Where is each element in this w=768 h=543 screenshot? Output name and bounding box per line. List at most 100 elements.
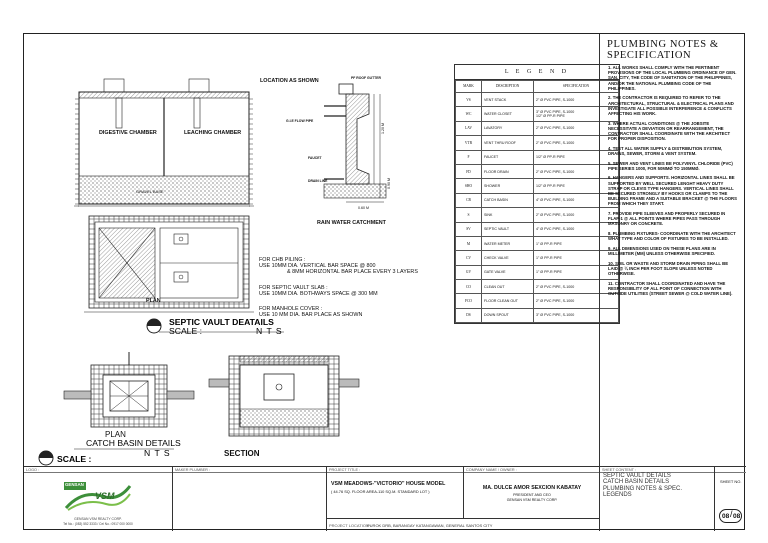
septic-plan-label: PLAN bbox=[146, 298, 161, 304]
digestive-chamber-label: DIGESTIVE CHAMBER bbox=[99, 130, 157, 136]
legend-mark-cell: VTR bbox=[455, 135, 482, 151]
legend-mark-cell: SV bbox=[455, 221, 482, 237]
sheet-number: 08 bbox=[722, 513, 730, 520]
legend-description-cell: VENT THRU ROOF bbox=[481, 135, 534, 151]
legend-mark-cell: GV bbox=[455, 264, 482, 281]
owner-role: PRESIDENT AND CEO bbox=[513, 493, 551, 497]
project-title-cell: PROJECT TITLE : VSM MEADOWS-"VICTORIO" H… bbox=[326, 467, 463, 518]
legend-mark-cell: LAV bbox=[455, 120, 482, 137]
chb-pilings-head: FOR CHB PILING : bbox=[259, 257, 305, 263]
legend-mark-cell: CO bbox=[455, 279, 482, 295]
legend-mark-cell: FD bbox=[455, 163, 482, 180]
project-location: PUROK DRB, BARANGAY KATANGAWAN, GENERAL … bbox=[367, 522, 493, 528]
septic-slab-head: FOR SEPTIC VAULT SLAB : bbox=[259, 285, 328, 291]
legend-description-cell: VENT STACK bbox=[481, 91, 534, 108]
legend-description-cell: SHOWER bbox=[481, 178, 534, 194]
note-item: 3. WHERE ACTUAL CONDITIONS @ THE JOBSITE… bbox=[608, 120, 731, 142]
logo-cell: LOGO : GENSAN VSM GENSAN VSM REALTY CORP… bbox=[24, 467, 172, 531]
legend-description-cell: FLOOR DRAIN bbox=[481, 163, 534, 180]
chb-pilings-line-1: USE 10MM DIA. VERTICAL BAR SPACE @ 800 bbox=[259, 263, 376, 269]
leaching-chamber-label: LEACHING CHAMBER bbox=[184, 130, 241, 136]
septic-vault-plan bbox=[84, 215, 254, 313]
legend-description-cell: DOWN SPOUT bbox=[481, 307, 534, 324]
drawing-sheet: DIGESTIVE CHAMBER LEACHING CHAMBER GRAVE… bbox=[23, 33, 746, 531]
legend-description-cell: SINK bbox=[481, 207, 534, 223]
legend-mark-cell: F bbox=[455, 149, 482, 165]
septic-slab-line-1: USE 10MM DIA. BOTHWAYS SPACE @ 300 MM bbox=[259, 291, 378, 297]
sheet-content-label: SHEET CONTENT : bbox=[602, 468, 637, 472]
logo-text-2: Tel No.: (083) 552 3333 / Cel No.: 0917 … bbox=[63, 522, 133, 526]
logo-label: LOGO : bbox=[26, 468, 40, 472]
legend-table: L E G E N D MARK DESCRIPTION SPECIFICATI… bbox=[454, 64, 620, 325]
dim-height-label: 1.20 M bbox=[381, 123, 385, 134]
sheet-number-divider: / bbox=[730, 509, 733, 519]
dim-depth-label: 0.90 M bbox=[387, 178, 391, 189]
note-item: 2. THE CONTRACTOR IS REQUIRED TO REFER T… bbox=[608, 95, 734, 117]
legend-mark-cell: CV bbox=[455, 250, 482, 266]
sheet-content-item: LEGENDS bbox=[603, 492, 632, 499]
legend-mark-cell: DS bbox=[455, 307, 482, 324]
legend-mark-cell: WC bbox=[455, 106, 482, 122]
note-item: 11. CONTRACTOR SHALL COORDINATED AND HAV… bbox=[608, 280, 733, 297]
title-block: LOGO : GENSAN VSM GENSAN VSM REALTY CORP… bbox=[24, 466, 746, 531]
note-item: 10. SOIL OR WASTE AND STORM DRAIN PIPING… bbox=[608, 260, 729, 277]
catch-basin-details-title-text: CATCH BASIN DETAILS bbox=[86, 438, 181, 448]
dim-width-label: 0.60 M bbox=[358, 206, 369, 210]
legend-mark-cell: CB bbox=[455, 192, 482, 209]
owner-label: COMPANY NAME / OWNER : bbox=[466, 468, 517, 472]
project-title-label: PROJECT TITLE : bbox=[329, 468, 361, 472]
catch-basin-plan bbox=[63, 352, 195, 428]
legend-mark-cell: M bbox=[455, 235, 482, 252]
notes-list: 1. ALL WORKS SHALL COMPLY WITH THE PERTI… bbox=[600, 65, 746, 296]
drawing-area: DIGESTIVE CHAMBER LEACHING CHAMBER GRAVE… bbox=[38, 76, 418, 466]
faucet-label: FAUCET bbox=[308, 156, 322, 160]
chb-pilings-line-2: & 8MM HORIZONTAL BAR PLACE EVERY 3 LAYER… bbox=[287, 269, 418, 275]
location-label: PROJECT LOCATION : bbox=[329, 522, 372, 528]
gravel-base-label: GRAVEL BASE bbox=[136, 189, 164, 194]
sheet-content-cell: SHEET CONTENT : SEPTIC VAULT DETAILS CAT… bbox=[599, 467, 746, 531]
septic-nts: N T S bbox=[256, 326, 283, 336]
maker-cell: MAKER PLUMBER : bbox=[172, 467, 326, 531]
note-item: 6. HANGERS AND SUPPORTS. HORIZONTAL LINE… bbox=[608, 175, 737, 207]
location-as-shown-label: LOCATION AS SHOWN bbox=[260, 78, 319, 84]
logo-mark: VSM bbox=[95, 491, 115, 501]
sheet-content-list: SEPTIC VAULT DETAILS CATCH BASIN DETAILS… bbox=[603, 473, 682, 499]
legend-mark-cell: FCO bbox=[455, 293, 482, 309]
catch-basin-scale-label: SCALE : bbox=[57, 454, 92, 464]
note-item: 7. PROVIDE PIPE SLEEVES AND PROPERLY SEC… bbox=[608, 211, 726, 227]
sheet-content-item: CATCH BASIN DETAILS bbox=[603, 479, 670, 486]
location-cell: PROJECT LOCATION : PUROK DRB, BARANGAY K… bbox=[326, 518, 599, 531]
owner-name: MA. DULCE AMOR SEXCION KABATAY bbox=[482, 485, 582, 491]
manhole-line-1: USE 10 MM DIA. BAR PLACE AS SHOWN bbox=[259, 312, 362, 318]
owner-company: GENSAN VSM REALTY CORP. bbox=[506, 498, 558, 502]
gen-flow-pipe-label: G.I.E FLOW PIPE bbox=[286, 119, 314, 123]
project-title: VSM MEADOWS-"VICTORIO" HOUSE MODEL bbox=[331, 481, 446, 487]
legend-description-cell: CATCH BASIN bbox=[481, 192, 534, 209]
drain-line-label: DRAIN LINE bbox=[308, 179, 328, 183]
note-item: 5. SEWER AND VENT LINES BE POLYVINYL CHL… bbox=[608, 160, 733, 171]
legend-header-description: DESCRIPTION bbox=[481, 80, 534, 93]
legend-description-cell: WATER METER bbox=[481, 235, 534, 252]
catch-basin-nts: N T S bbox=[144, 448, 171, 458]
legend-description-cell: CLEAN OUT bbox=[481, 279, 534, 295]
rain-water-catchment-title: RAIN WATER CATCHMENT bbox=[317, 220, 387, 226]
legend-description-cell: SEPTIC VAULT bbox=[481, 221, 534, 237]
maker-label: MAKER PLUMBER : bbox=[175, 468, 211, 472]
sheet-total: 08 bbox=[733, 513, 741, 520]
legend-description-cell: GATE VALVE bbox=[481, 264, 534, 281]
legend-mark-cell: S bbox=[455, 207, 482, 223]
catch-basin-section bbox=[208, 355, 360, 437]
